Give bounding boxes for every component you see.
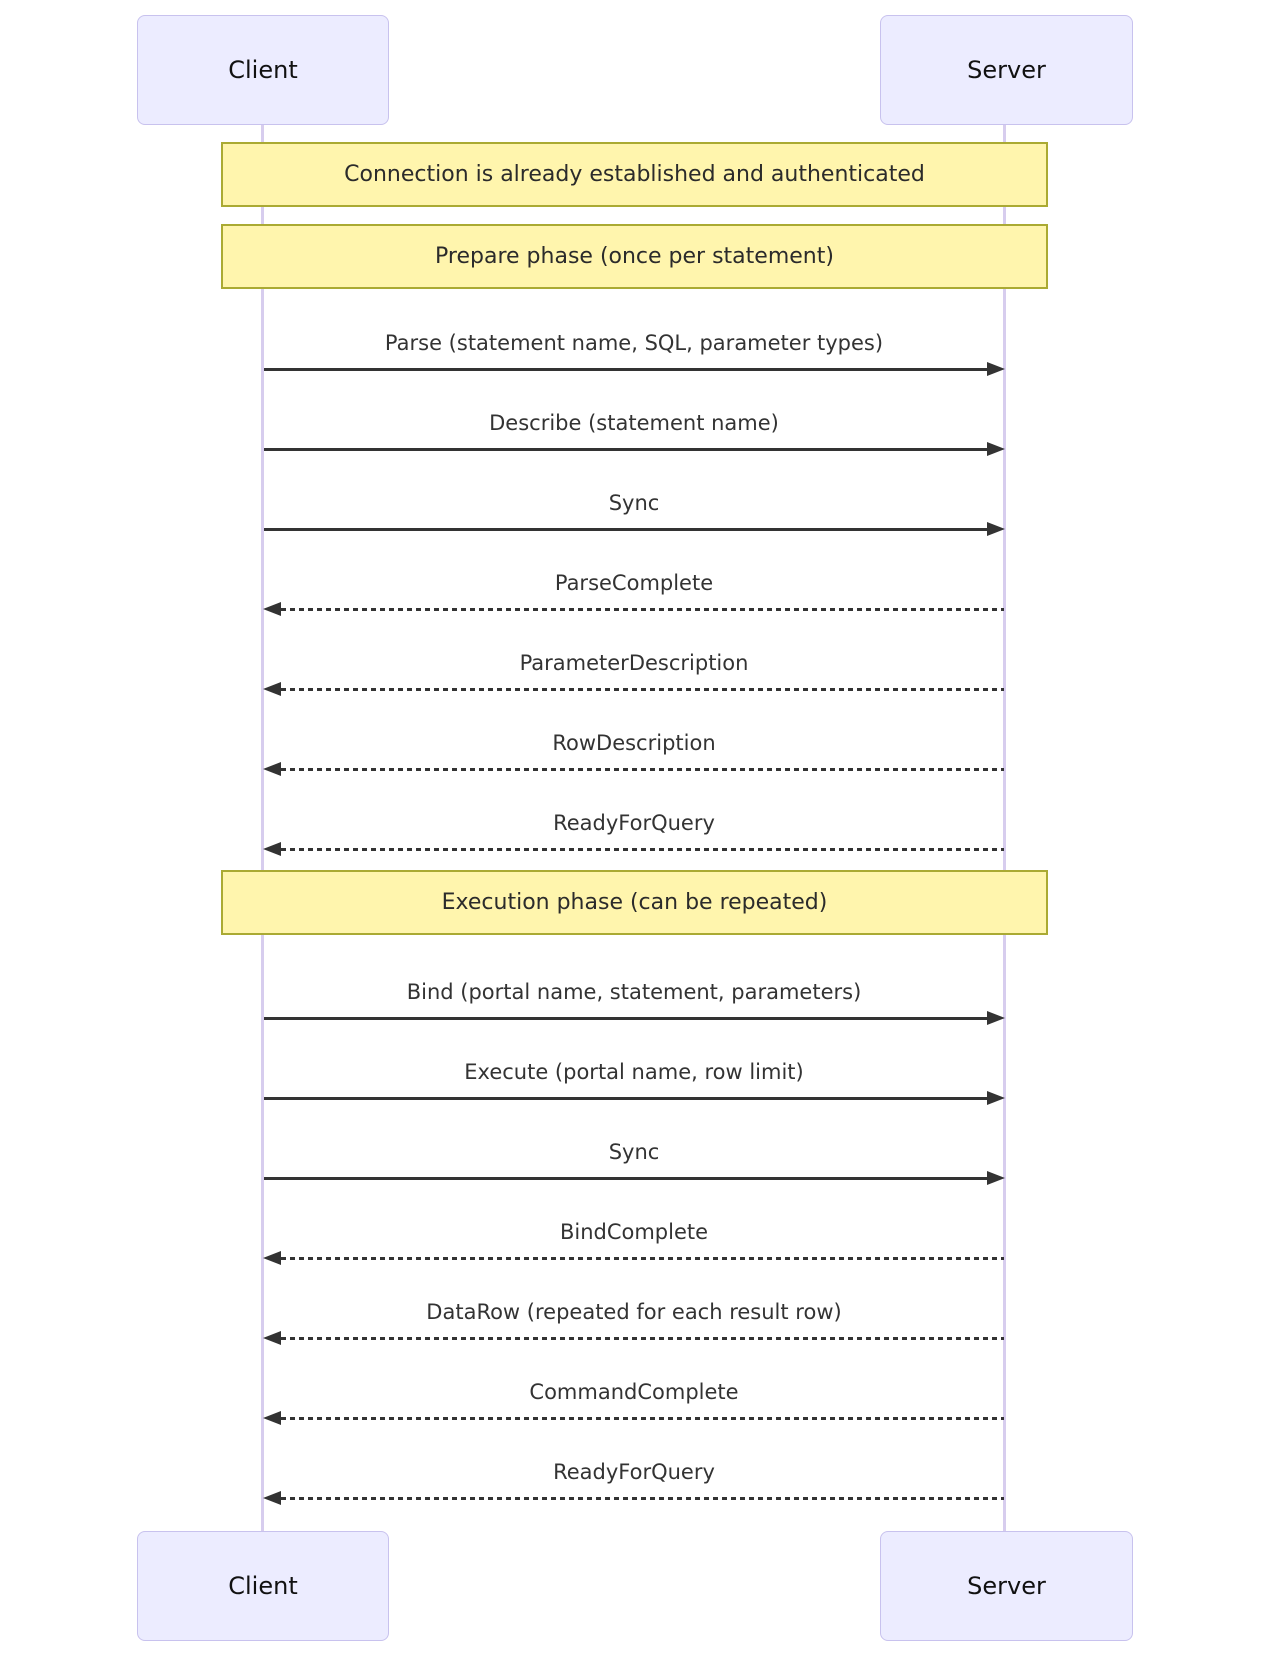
actor-client-top: Client: [137, 15, 389, 125]
arrowhead-left-icon: [263, 762, 281, 776]
note-execution-phase: Execution phase (can be repeated): [221, 870, 1048, 935]
message-line: [264, 1017, 991, 1020]
message-label: ParseComplete: [554, 571, 714, 595]
arrowhead-right-icon: [987, 1011, 1005, 1025]
message-line: [281, 1497, 1004, 1500]
arrowhead-right-icon: [987, 1091, 1005, 1105]
actor-server-bottom-label: Server: [967, 1572, 1046, 1600]
arrowhead-left-icon: [263, 1411, 281, 1425]
message-line: [281, 1417, 1004, 1420]
message-line: [281, 608, 1004, 611]
note-connection-established: Connection is already established and au…: [221, 142, 1048, 207]
message-label: Parse (statement name, SQL, parameter ty…: [384, 331, 884, 355]
arrowhead-left-icon: [263, 602, 281, 616]
message-line: [281, 1337, 1004, 1340]
message-line: [264, 1177, 991, 1180]
message-label: BindComplete: [559, 1220, 709, 1244]
arrowhead-left-icon: [263, 1491, 281, 1505]
arrowhead-left-icon: [263, 1331, 281, 1345]
message-line: [264, 528, 991, 531]
lifeline-client: [261, 125, 264, 1531]
actor-client-top-label: Client: [228, 56, 298, 84]
message-line: [281, 848, 1004, 851]
message-line: [264, 1097, 991, 1100]
actor-server-bottom: Server: [880, 1531, 1133, 1641]
message-label: ParameterDescription: [519, 651, 749, 675]
arrowhead-right-icon: [987, 522, 1005, 536]
lifeline-server: [1003, 125, 1006, 1531]
message-line: [281, 768, 1004, 771]
arrowhead-left-icon: [263, 842, 281, 856]
actor-client-bottom-label: Client: [228, 1572, 298, 1600]
message-line: [264, 368, 991, 371]
message-line: [281, 1257, 1004, 1260]
message-label: CommandComplete: [529, 1380, 739, 1404]
note-text: Prepare phase (once per statement): [435, 244, 834, 269]
message-label: Execute (portal name, row limit): [464, 1060, 804, 1084]
note-prepare-phase: Prepare phase (once per statement): [221, 224, 1048, 289]
message-label: Sync: [608, 491, 660, 515]
arrowhead-left-icon: [263, 682, 281, 696]
actor-server-top-label: Server: [967, 56, 1046, 84]
message-label: DataRow (repeated for each result row): [426, 1300, 842, 1324]
arrowhead-left-icon: [263, 1251, 281, 1265]
message-label: Describe (statement name): [489, 411, 779, 435]
message-label: ReadyForQuery: [553, 811, 715, 835]
message-label: Bind (portal name, statement, parameters…: [406, 980, 862, 1004]
actor-server-top: Server: [880, 15, 1133, 125]
arrowhead-right-icon: [987, 1171, 1005, 1185]
message-label: ReadyForQuery: [553, 1460, 715, 1484]
message-line: [264, 448, 991, 451]
actor-client-bottom: Client: [137, 1531, 389, 1641]
note-text: Execution phase (can be repeated): [441, 890, 828, 915]
message-label: Sync: [608, 1140, 660, 1164]
arrowhead-right-icon: [987, 442, 1005, 456]
note-text: Connection is already established and au…: [344, 162, 925, 187]
message-label: RowDescription: [552, 731, 716, 755]
message-line: [281, 688, 1004, 691]
arrowhead-right-icon: [987, 362, 1005, 376]
